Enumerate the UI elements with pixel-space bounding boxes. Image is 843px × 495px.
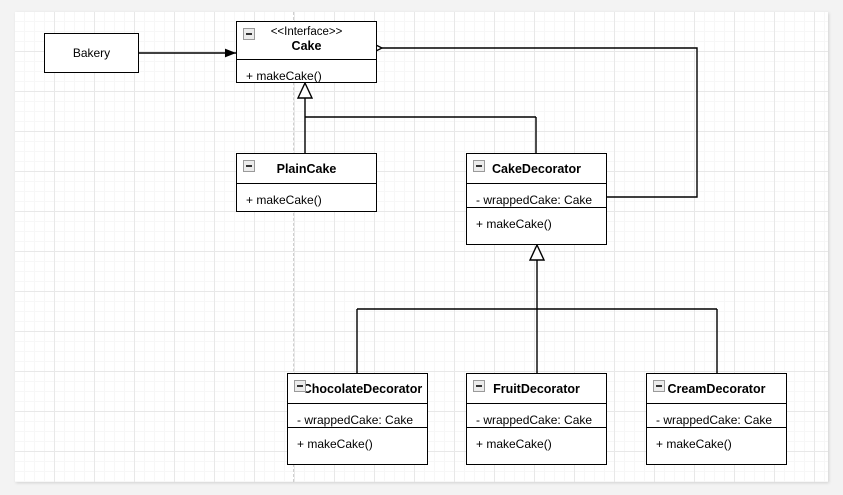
class-methods-chocolatedecorator: + makeCake() [288,427,427,451]
class-name-cake: Cake [291,39,322,53]
class-header-cake: <<Interface>> Cake [237,22,376,59]
member-row: + makeCake() [246,69,322,83]
class-methods-cake: + makeCake() [237,59,376,83]
member-row: + makeCake() [246,193,322,207]
class-name-cakedecorator: CakeDecorator [492,162,581,176]
minus-icon[interactable] [473,380,485,392]
class-box-plaincake[interactable]: PlainCake + makeCake() [236,153,377,212]
class-header-cakedecorator: CakeDecorator [467,154,606,183]
class-box-cakedecorator[interactable]: CakeDecorator - wrappedCake: Cake + make… [466,153,607,245]
class-attributes-chocolatedecorator: - wrappedCake: Cake [288,403,427,427]
class-attributes-fruitdecorator: - wrappedCake: Cake [467,403,606,427]
class-box-chocolatedecorator[interactable]: ChocolateDecorator - wrappedCake: Cake +… [287,373,428,465]
minus-icon[interactable] [294,380,306,392]
class-name-plaincake: PlainCake [276,162,337,176]
member-row: + makeCake() [476,437,552,451]
class-name-creamdecorator: CreamDecorator [667,382,766,396]
member-row: - wrappedCake: Cake [656,413,773,427]
class-attributes-creamdecorator: - wrappedCake: Cake [647,403,786,427]
class-name-fruitdecorator: FruitDecorator [493,382,580,396]
alignment-guide [293,12,294,482]
connector-cakedecorator-to-cake[interactable] [382,48,698,198]
member-row: + makeCake() [297,437,373,451]
class-methods-fruitdecorator: + makeCake() [467,427,606,451]
class-header-fruitdecorator: FruitDecorator [467,374,606,403]
class-name-bakery: Bakery [72,46,111,60]
minus-icon[interactable] [243,28,255,40]
connector-implements-cake[interactable] [296,81,537,153]
class-header-plaincake: PlainCake [237,154,376,183]
class-box-creamdecorator[interactable]: CreamDecorator - wrappedCake: Cake + mak… [646,373,787,465]
class-methods-plaincake: + makeCake() [237,183,376,207]
minus-icon[interactable] [653,380,665,392]
class-methods-creamdecorator: + makeCake() [647,427,786,451]
class-attributes-cakedecorator: - wrappedCake: Cake [467,183,606,207]
minus-icon[interactable] [473,160,485,172]
member-row: + makeCake() [476,217,552,231]
class-box-bakery[interactable]: Bakery [44,33,139,73]
class-name-chocolatedecorator: ChocolateDecorator [302,382,423,396]
diagram-page [15,12,828,482]
member-row: + makeCake() [656,437,732,451]
connector-extends-cakedecorator[interactable] [356,243,718,373]
class-stereotype-cake: <<Interface>> [270,26,343,38]
class-header-chocolatedecorator: ChocolateDecorator [288,374,427,403]
class-header-creamdecorator: CreamDecorator [647,374,786,403]
minus-icon[interactable] [243,160,255,172]
member-row: - wrappedCake: Cake [297,413,414,427]
class-box-fruitdecorator[interactable]: FruitDecorator - wrappedCake: Cake + mak… [466,373,607,465]
member-row: - wrappedCake: Cake [476,193,593,207]
member-row: - wrappedCake: Cake [476,413,593,427]
class-methods-cakedecorator: + makeCake() [467,207,606,231]
class-box-cake[interactable]: <<Interface>> Cake + makeCake() [236,21,377,83]
